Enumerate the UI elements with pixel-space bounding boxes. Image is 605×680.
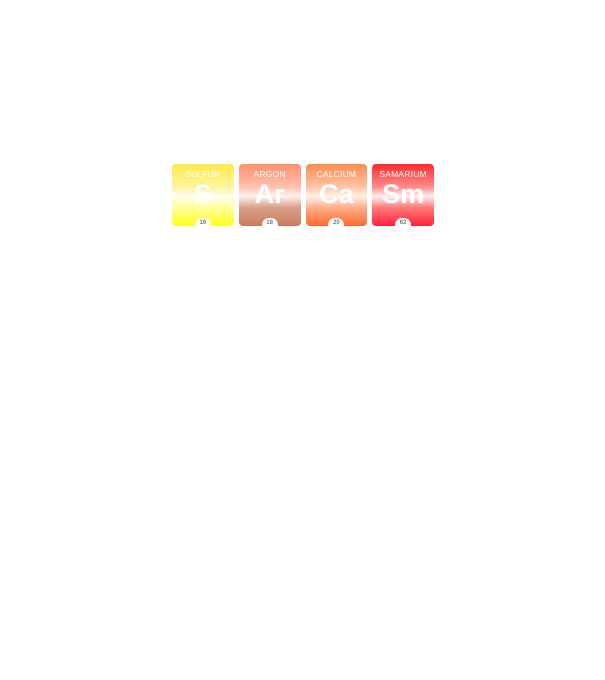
element-name: ARGON <box>253 169 286 179</box>
atomic-number-badge: 20 <box>328 218 345 226</box>
element-name: CALCIUM <box>316 169 357 179</box>
element-symbol: Ca <box>319 179 354 209</box>
element-tile-samarium: SAMARIUM Sm 62 <box>372 164 434 226</box>
element-tiles: SULFUR S 16 ARGON Ar 18 CALCIUM Ca 20 SA… <box>172 164 434 227</box>
element-tile-sulfur: SULFUR S 16 <box>172 164 234 226</box>
element-symbol: Sm <box>382 179 425 209</box>
atomic-number-badge: 62 <box>395 218 412 226</box>
element-name: SAMARIUM <box>379 169 427 179</box>
atomic-number-badge: 16 <box>194 218 211 226</box>
element-symbol: Ar <box>254 179 285 209</box>
element-tile-argon: ARGON Ar 18 <box>238 164 301 226</box>
element-name: SULFUR <box>185 169 221 179</box>
element-tile-calcium: CALCIUM Ca 20 <box>305 164 368 226</box>
element-symbol: S <box>193 179 212 209</box>
atomic-number-badge: 18 <box>261 218 278 226</box>
